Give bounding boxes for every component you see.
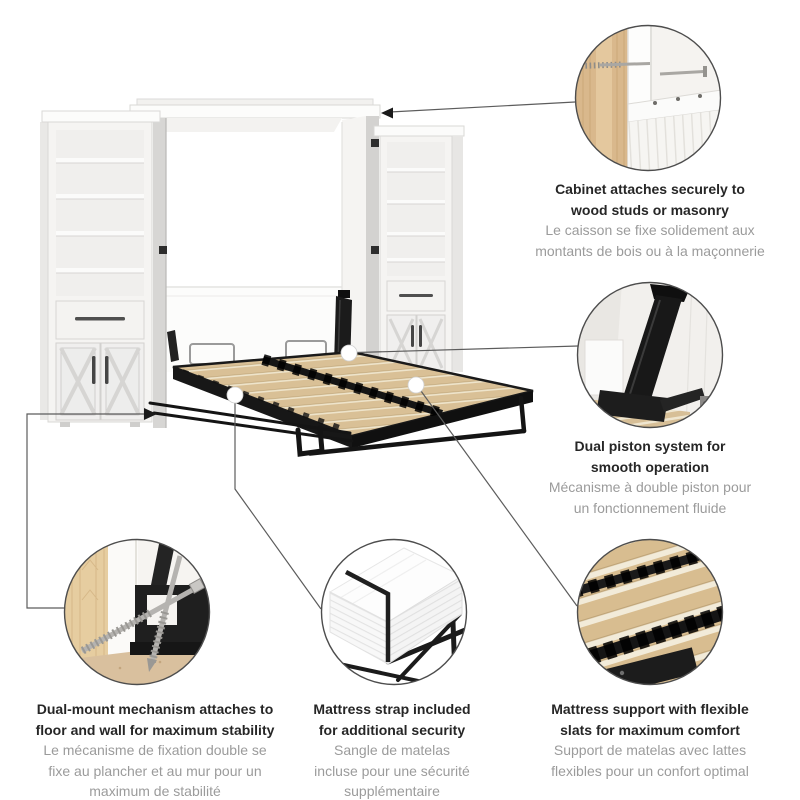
- caption-mattress-strap: Mattress strap included for additional s…: [258, 699, 526, 800]
- front-rail: [352, 391, 533, 448]
- callout-line-piston: [356, 345, 579, 354]
- callout-line-cabinet: [389, 101, 576, 113]
- callout-circle-cabinet-attachment: [574, 24, 722, 172]
- callout-circle-mattress-strap: [320, 538, 468, 686]
- door-handle: [105, 356, 109, 384]
- door-hinge: [371, 246, 379, 254]
- tower-foot: [130, 422, 140, 427]
- caption-title-line: Dual piston system for: [574, 438, 726, 454]
- caption-subtitle-line: supplémentaire: [344, 783, 440, 799]
- caption-mattress-support: Mattress support with flexible slats for…: [503, 699, 797, 781]
- callout-marker-dot: [407, 376, 425, 394]
- left-storage-tower: [40, 110, 161, 427]
- callout-line-strap: [234, 403, 322, 610]
- callout-circle-dual-mount: [63, 538, 211, 686]
- tower-shelves: [56, 158, 144, 274]
- door-hinge: [371, 139, 379, 147]
- caption-subtitle-line: Sangle de matelas: [334, 742, 450, 758]
- tower-side-panel: [40, 122, 48, 420]
- caption-subtitle-line: Le mécanisme de fixation double se: [43, 742, 267, 758]
- lag-screw-icon: [80, 578, 206, 655]
- door-handle: [419, 325, 422, 347]
- caption-title-line: Mattress strap included: [313, 701, 471, 717]
- lag-screw-icon: [576, 61, 651, 69]
- caption-title-line: Cabinet attaches securely to: [555, 181, 745, 197]
- right-storage-tower: [373, 125, 465, 375]
- caption-subtitle-line: un fonctionnement fluide: [573, 499, 727, 516]
- tower-shelf-cavity: [387, 142, 445, 276]
- slat-holders: [577, 603, 723, 671]
- cabinet-soffit: [166, 118, 342, 132]
- callout-photo-dual-piston: [577, 282, 723, 428]
- caption-subtitle-line: fixe au plancher et au mur pour un: [48, 762, 262, 779]
- bed-cabinet-crown-molding: [129, 98, 381, 119]
- lag-screw-icon: [147, 555, 183, 672]
- drawer-handle: [399, 294, 433, 297]
- drawer-handle: [75, 317, 125, 321]
- callout-marker-dot: [226, 386, 244, 404]
- open-left-door-edge: [153, 118, 166, 428]
- caption-subtitle-line: Support de matelas avec lattes: [553, 742, 747, 758]
- cabinet-top-ledge: [627, 89, 721, 123]
- bed-frame-open: [148, 350, 534, 457]
- mattress-strap: [344, 570, 391, 662]
- bed-cabinet: [153, 116, 379, 428]
- tower-crown: [373, 125, 465, 137]
- cabinet-box: [584, 339, 624, 396]
- caption-subtitle-line: maximum de stabilité: [89, 783, 221, 799]
- door-handle: [411, 325, 414, 347]
- frame-rail: [577, 647, 699, 685]
- open-right-door-edge: [366, 116, 379, 374]
- left-piston: [167, 330, 179, 362]
- caption-title-line: wood studs or masonry: [571, 201, 729, 218]
- tower-doors: [55, 342, 145, 421]
- callout-line-slats: [420, 390, 578, 607]
- caption-title-line: slats for maximum comfort: [560, 721, 740, 738]
- caption-dual-mount: Dual-mount mechanism attaches to floor a…: [8, 699, 302, 800]
- murphy-bed-illustration: [40, 98, 534, 457]
- callout-marker-dot: [340, 344, 358, 362]
- callout-photo-mattress-support: [577, 539, 723, 685]
- caption-subtitle-line: Mécanisme à double piston pour: [548, 479, 752, 495]
- door-hinge: [159, 246, 167, 254]
- center-rail: [261, 356, 444, 417]
- slat-holders: [180, 369, 347, 435]
- screw-icon: [659, 66, 707, 77]
- caption-subtitle-line: incluse pour une sécurité: [314, 762, 470, 779]
- tower-crown: [41, 110, 161, 123]
- piston-mechanism: [596, 284, 711, 422]
- caption-title-line: Mattress support with flexible: [551, 701, 749, 717]
- caption-title-line: Dual-mount mechanism attaches to: [36, 701, 274, 717]
- caption-cabinet-attachment: Cabinet attaches securely to wood studs …: [498, 179, 800, 261]
- tower-side-panel: [452, 136, 463, 372]
- tower-drawer: [55, 300, 145, 340]
- hinge-plate: [700, 396, 711, 411]
- callout-arrow-icon: [381, 107, 393, 119]
- caption-subtitle-line: montants de bois ou à la maçonnerie: [535, 242, 765, 259]
- callout-connectors: [26, 101, 579, 610]
- tower-foot: [60, 422, 70, 427]
- door-handle: [92, 356, 96, 384]
- callout-line-dualmount: [26, 413, 145, 609]
- callout-arrow-icon: [144, 408, 157, 420]
- caption-title-line: for additional security: [318, 721, 466, 738]
- caption-subtitle-line: Le caisson se fixe solidement aux: [545, 222, 755, 238]
- bed-legs-and-supports: [148, 395, 527, 457]
- callout-circle-mattress-support: [576, 538, 724, 686]
- caption-subtitle-line: flexibles pour un confort optimal: [551, 762, 749, 779]
- caption-dual-piston: Dual piston system for smooth operation …: [498, 436, 800, 518]
- caption-title-line: smooth operation: [590, 458, 710, 475]
- callout-circle-dual-piston: [576, 281, 724, 429]
- tower-drawer: [386, 280, 446, 312]
- tower-shelves: [387, 168, 445, 263]
- mattress: [328, 547, 464, 665]
- callout-photo-mattress-strap: [321, 539, 467, 685]
- caption-title-line: floor and wall for maximum stability: [35, 721, 275, 738]
- callout-photo-dual-mount: [64, 539, 210, 685]
